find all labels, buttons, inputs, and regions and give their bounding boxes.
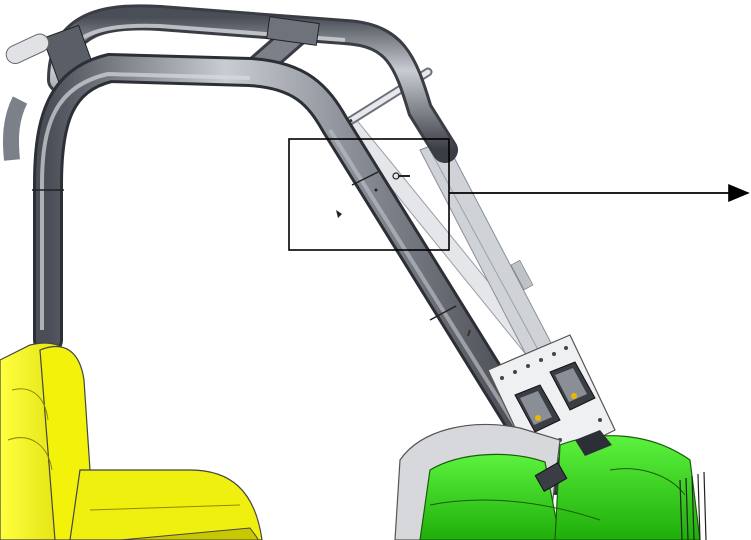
light-housing-left [514,384,561,433]
light-housing-right [549,361,596,411]
rear-support-post [339,117,561,379]
callout-box [288,138,450,251]
roll-bar-frame [3,4,570,495]
hood-body [394,423,707,540]
bolt-details [336,172,410,218]
seat [0,342,263,540]
